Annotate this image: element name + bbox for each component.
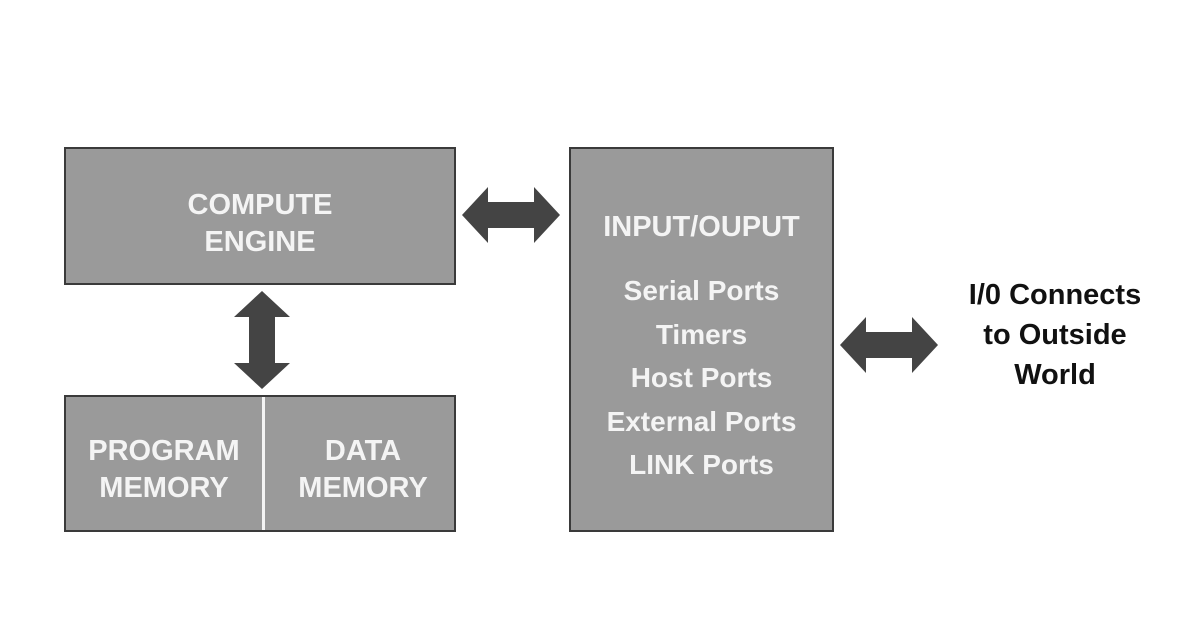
program-memory-label: PROGRAM MEMORY <box>66 433 262 507</box>
io-port-list: Serial Ports Timers Host Ports External … <box>571 269 832 487</box>
compute-io-arrow <box>462 187 560 243</box>
compute-memory-arrow <box>234 291 290 389</box>
data-memory-line-2: MEMORY <box>298 472 428 504</box>
io-outside-arrow <box>840 317 938 373</box>
data-memory-label: DATA MEMORY <box>265 433 461 507</box>
io-port-item: External Ports <box>606 405 797 437</box>
outside-world-line-1: I/0 Connects <box>968 279 1142 311</box>
compute-engine-box: COMPUTE ENGINE <box>64 147 456 285</box>
compute-engine-line-2: ENGINE <box>204 226 316 258</box>
program-memory-line-1: PROGRAM <box>88 435 240 467</box>
io-port-item: Host Ports <box>630 362 773 393</box>
compute-engine-line-1: COMPUTE <box>187 189 333 221</box>
memory-divider <box>262 397 265 530</box>
input-output-title: INPUT/OUPUT <box>603 211 800 243</box>
data-memory-line-1: DATA <box>324 435 402 467</box>
io-port-item: Timers <box>655 318 748 350</box>
program-memory-line-2: MEMORY <box>99 472 229 504</box>
outside-world-label: I/0 Connects to Outside World <box>940 275 1170 395</box>
input-output-box: INPUT/OUPUT Serial Ports Timers Host Por… <box>569 147 834 532</box>
outside-world-line-2: to Outside <box>983 319 1127 351</box>
io-port-item: LINK Ports <box>629 449 774 480</box>
memory-box: PROGRAM MEMORY DATA MEMORY <box>64 395 456 532</box>
io-port-item: Serial Ports <box>623 275 780 306</box>
compute-engine-label: COMPUTE ENGINE <box>66 187 454 261</box>
outside-world-line-3: World <box>1014 359 1096 391</box>
